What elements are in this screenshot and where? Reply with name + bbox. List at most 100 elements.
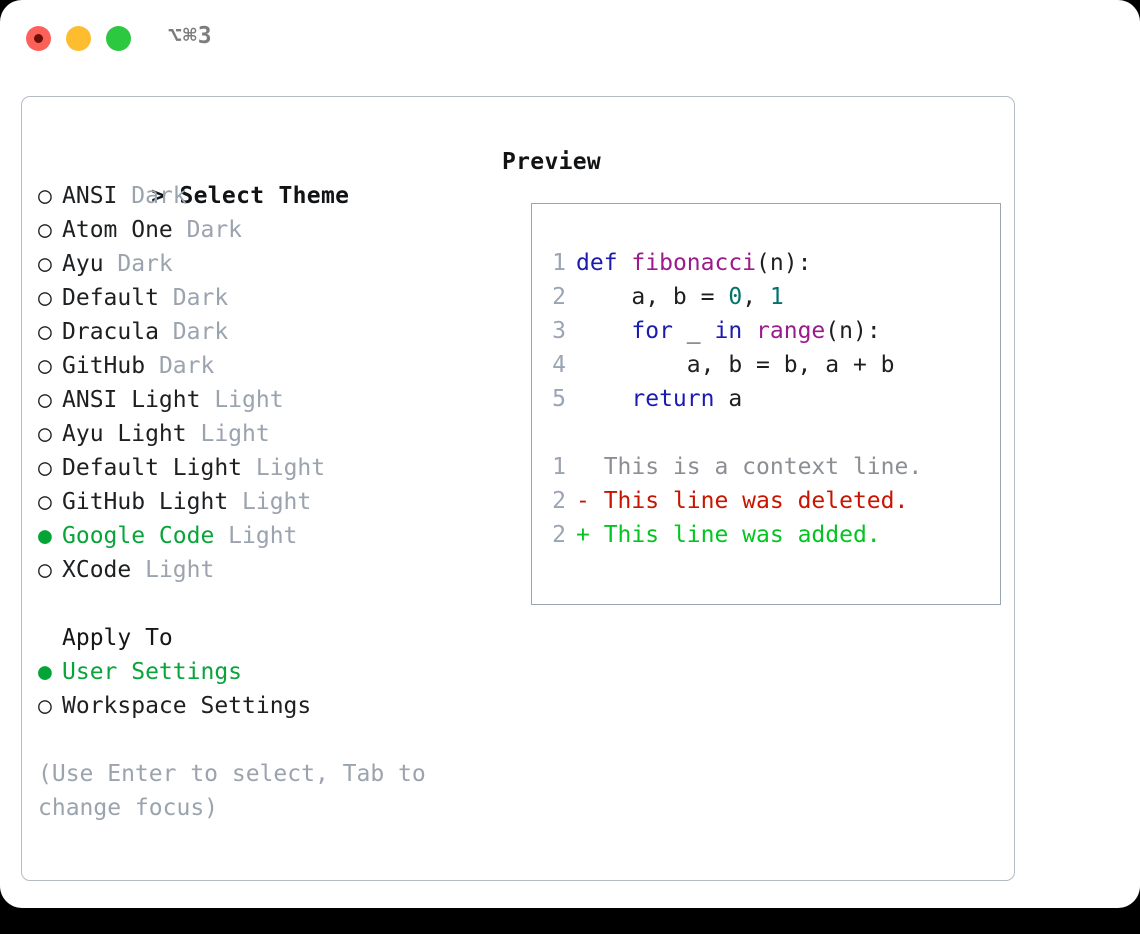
theme-name: Google Code xyxy=(62,523,229,549)
theme-list-item[interactable]: ○ Ayu Light Light xyxy=(38,417,468,451)
code-token: fibonacci xyxy=(631,250,757,276)
radio-unselected-icon: ○ xyxy=(38,319,66,345)
line-number: 1 xyxy=(552,250,566,276)
preview-title: Preview xyxy=(502,149,602,175)
theme-name: Ayu xyxy=(62,251,118,277)
code-token xyxy=(742,318,756,344)
content-panel: > Select Theme ○ ANSI Dark○ Atom One Dar… xyxy=(21,96,1015,881)
code-token xyxy=(618,250,632,276)
theme-name: ANSI xyxy=(62,183,132,209)
close-dot[interactable] xyxy=(26,26,51,51)
code-token: in xyxy=(714,318,743,344)
apply-to-option[interactable]: ● User Settings xyxy=(38,655,468,689)
apply-to-option[interactable]: ○ Workspace Settings xyxy=(38,689,468,723)
radio-selected-icon: ● xyxy=(38,659,66,685)
theme-list-item[interactable]: ○ ANSI Light Light xyxy=(38,383,468,417)
code-diff-gap xyxy=(540,416,996,450)
theme-variant: Light xyxy=(145,557,215,583)
hint-line-1: (Use Enter to select, Tab to xyxy=(38,761,426,787)
prompt-marker: > xyxy=(151,183,180,209)
diff-sample: 1 This is a context line.2- This line wa… xyxy=(540,450,996,552)
theme-variant: Light xyxy=(242,489,312,515)
code-token: range xyxy=(756,318,826,344)
theme-variant: Dark xyxy=(117,251,173,277)
theme-name: XCode xyxy=(62,557,146,583)
code-token: a, b = xyxy=(576,284,729,310)
theme-picker-column: > Select Theme ○ ANSI Dark○ Atom One Dar… xyxy=(38,145,468,825)
code-token: (n): xyxy=(756,250,812,276)
code-line: 4 a, b = b, a + b xyxy=(540,348,996,382)
apply-to-option-label: User Settings xyxy=(62,659,243,685)
diff-line: 1 This is a context line. xyxy=(540,450,996,484)
code-line: 5 return a xyxy=(540,382,996,416)
theme-variant: Dark xyxy=(186,217,243,243)
diff-marker: + xyxy=(576,522,604,548)
line-number: 2 xyxy=(552,522,566,548)
code-token: a xyxy=(714,386,743,412)
radio-unselected-icon: ○ xyxy=(38,353,66,379)
code-token: 1 xyxy=(769,284,784,310)
code-line: 2 a, b = 0, 1 xyxy=(540,280,996,314)
terminal-window: ⌥⌘3 > Select Theme ○ ANSI Dark○ Atom One… xyxy=(0,0,1140,908)
apply-to-label: Apply To xyxy=(62,625,173,651)
theme-name: ANSI Light xyxy=(62,387,215,413)
line-number: 2 xyxy=(552,284,566,310)
theme-list-item[interactable]: ○ XCode Light xyxy=(38,553,468,587)
code-token: 0 xyxy=(728,284,743,310)
radio-unselected-icon: ○ xyxy=(38,285,66,311)
code-token: , xyxy=(742,284,770,310)
line-number: 2 xyxy=(552,488,566,514)
keyboard-shortcut-label: ⌥⌘3 xyxy=(168,23,213,49)
diff-line: 2+ This line was added. xyxy=(540,518,996,552)
code-token: a, b = b, a + b xyxy=(576,352,895,378)
radio-unselected-icon: ○ xyxy=(38,251,66,277)
theme-name: Dracula xyxy=(62,319,173,345)
theme-list-item[interactable]: ○ Default Dark xyxy=(38,281,468,315)
code-line: 3 for _ in range(n): xyxy=(540,314,996,348)
radio-selected-icon: ● xyxy=(38,523,66,549)
maximize-dot[interactable] xyxy=(106,26,131,51)
theme-list-item[interactable]: ○ Dracula Dark xyxy=(38,315,468,349)
theme-list: ○ ANSI Dark○ Atom One Dark○ Ayu Dark○ De… xyxy=(38,179,468,587)
code-token: (n): xyxy=(825,318,881,344)
theme-name: GitHub Light xyxy=(62,489,243,515)
radio-unselected-icon: ○ xyxy=(38,183,66,209)
radio-unselected-icon: ○ xyxy=(38,387,66,413)
apply-to-list: ● User Settings○ Workspace Settings xyxy=(38,655,468,723)
theme-picker-heading: > Select Theme xyxy=(38,145,468,209)
theme-list-item[interactable]: ○ Atom One Dark xyxy=(38,213,468,247)
theme-variant: Light xyxy=(228,523,298,549)
line-number: 5 xyxy=(552,386,566,412)
theme-name: GitHub xyxy=(62,353,159,379)
theme-list-item[interactable]: ● Google Code Light xyxy=(38,519,468,553)
apply-to-option-label: Workspace Settings xyxy=(62,693,312,719)
radio-unselected-icon: ○ xyxy=(38,455,66,481)
diff-marker: - xyxy=(576,488,604,514)
radio-unselected-icon: ○ xyxy=(38,217,66,243)
theme-variant: Light xyxy=(255,455,326,481)
theme-list-item[interactable]: ○ Ayu Dark xyxy=(38,247,468,281)
theme-list-item[interactable]: ○ GitHub Dark xyxy=(38,349,468,383)
code-token: return xyxy=(631,386,715,412)
minimize-dot[interactable] xyxy=(66,26,91,51)
diff-text: This is a context line. xyxy=(603,454,923,480)
code-token xyxy=(576,386,631,412)
code-token xyxy=(576,318,631,344)
diff-marker xyxy=(576,454,604,480)
diff-line: 2- This line was deleted. xyxy=(540,484,996,518)
theme-list-item[interactable]: ○ GitHub Light Light xyxy=(38,485,468,519)
title-bar: ⌥⌘3 xyxy=(0,0,1140,76)
page-title: Select Theme xyxy=(179,183,350,209)
theme-variant: Light xyxy=(214,387,284,413)
list-spacer xyxy=(38,587,468,621)
code-token: _ xyxy=(672,318,715,344)
theme-variant: Dark xyxy=(172,319,229,345)
theme-list-item[interactable]: ○ Default Light Light xyxy=(38,451,468,485)
theme-list-item[interactable]: ○ ANSI Dark xyxy=(38,179,468,213)
code-token: for xyxy=(631,318,673,344)
